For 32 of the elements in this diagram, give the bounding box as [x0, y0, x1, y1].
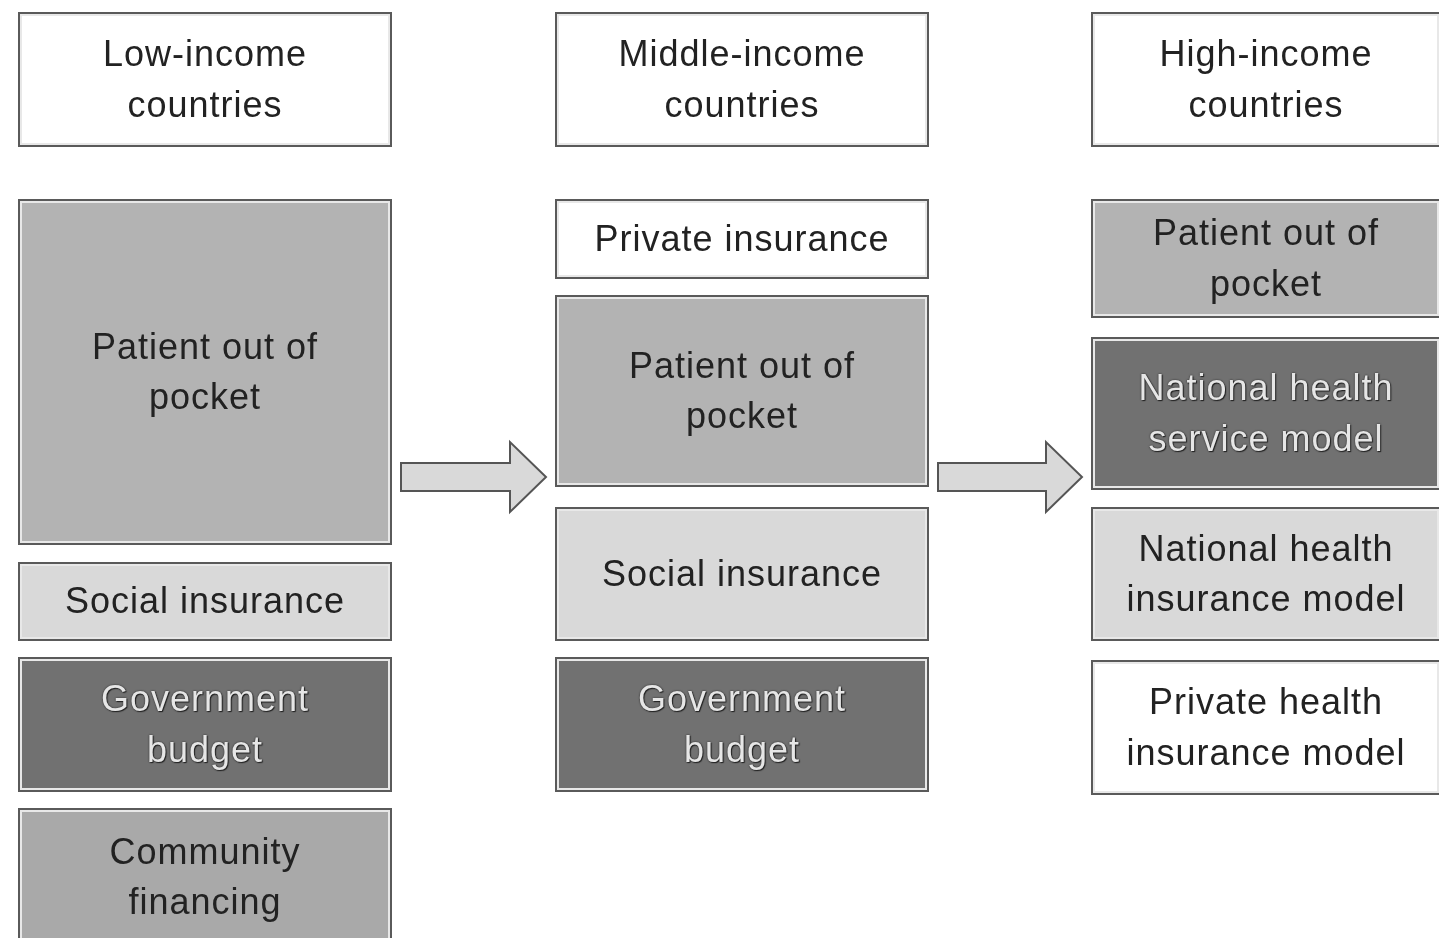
category-box — [555, 295, 929, 487]
box-label: Private insurance — [594, 216, 890, 261]
category-box — [18, 808, 392, 938]
box-label: National health service model — [1137, 366, 1395, 461]
block-arrow — [400, 439, 548, 515]
box-label: Government budget — [99, 677, 311, 772]
box-label: Patient out of pocket — [1151, 211, 1381, 306]
category-box — [555, 507, 929, 641]
box-label: Social insurance — [601, 551, 883, 596]
category-box — [18, 12, 392, 147]
category-box — [1091, 660, 1439, 795]
category-box — [555, 657, 929, 792]
box-label: Government budget — [636, 677, 848, 772]
category-box — [1091, 507, 1439, 641]
category-box — [18, 199, 392, 545]
box-label: Patient out of pocket — [90, 324, 320, 419]
block-arrow — [937, 439, 1084, 515]
category-box — [1091, 337, 1439, 490]
category-box — [555, 199, 929, 279]
category-box — [1091, 199, 1439, 318]
category-box — [1091, 12, 1439, 147]
box-label: High-income countries — [1158, 32, 1374, 127]
box-label: Middle-income countries — [617, 32, 867, 127]
category-box — [555, 12, 929, 147]
box-label: Private health insurance model — [1125, 680, 1407, 775]
box-label: Social insurance — [64, 579, 346, 624]
box-label: Patient out of pocket — [627, 343, 857, 438]
box-label: Community financing — [108, 829, 302, 924]
category-box — [18, 657, 392, 792]
category-box — [18, 562, 392, 641]
box-label: National health insurance model — [1125, 526, 1407, 621]
box-label: Low-income countries — [101, 32, 309, 127]
